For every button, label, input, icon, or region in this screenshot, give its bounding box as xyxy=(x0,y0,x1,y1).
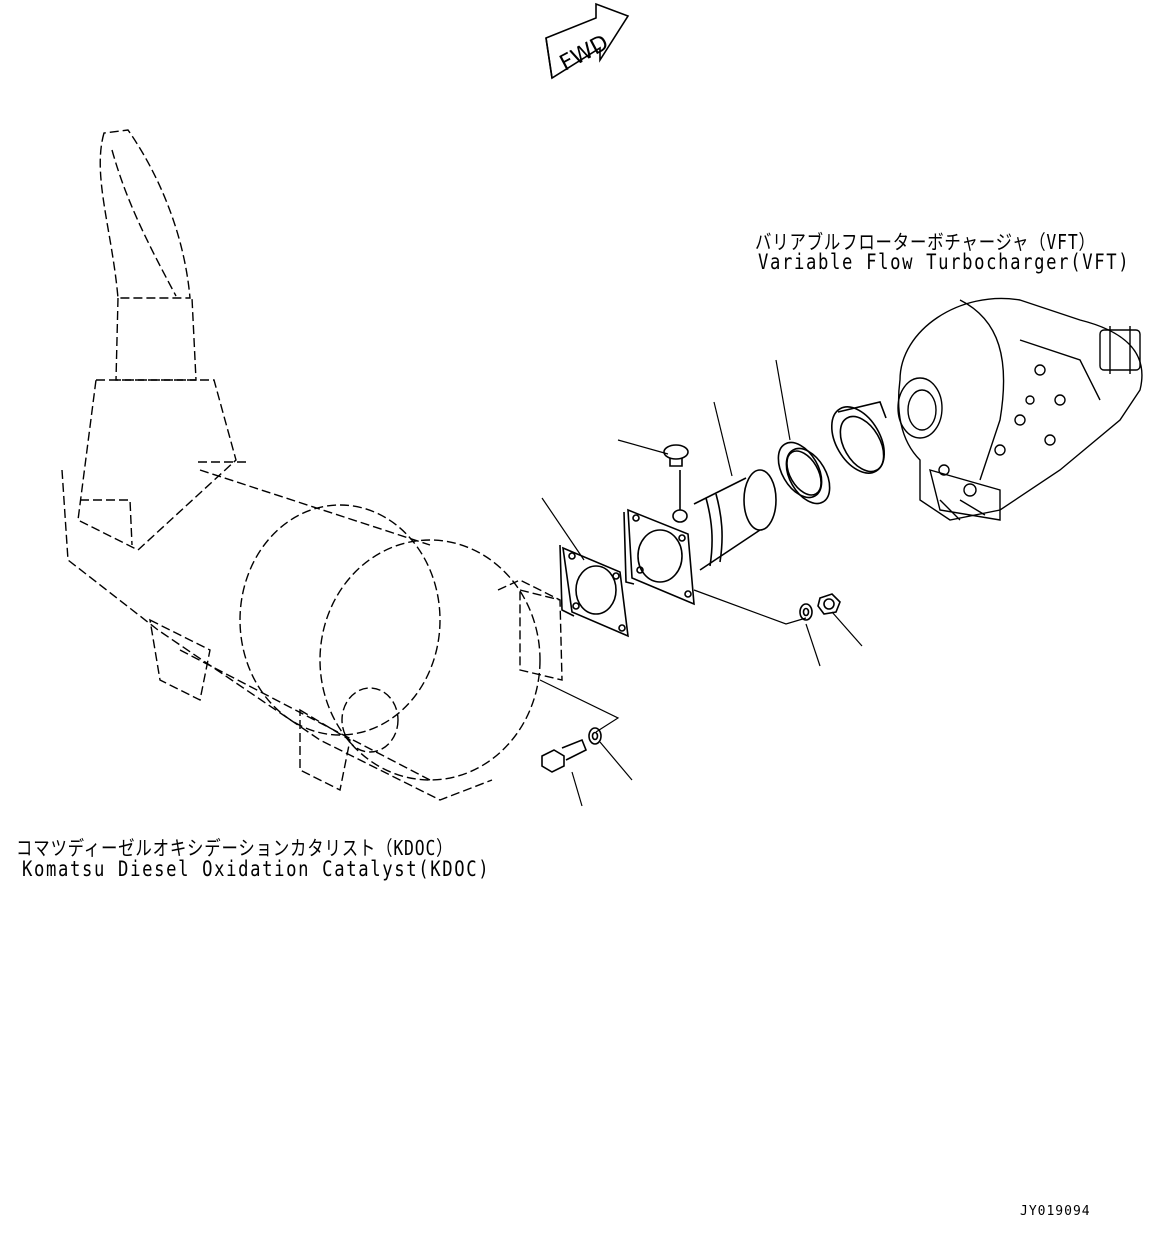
turbocharger-label-jp: バリアブルフローターボチャージャ（VFT） xyxy=(755,230,1096,254)
fwd-arrow-label: FWD xyxy=(556,30,613,76)
fastener-parts xyxy=(541,593,841,773)
drawing-code: JY019094 xyxy=(1020,1204,1091,1219)
turbocharger-label-en: Variable Flow Turbocharger(VFT) xyxy=(758,250,1131,274)
turbocharger-drawing xyxy=(897,297,1143,521)
catalyst-label-jp: コマツディーゼルオキシデーションカタリスト（KDOC） xyxy=(16,836,454,860)
flange-pipe xyxy=(623,469,777,606)
catalyst-label-en: Komatsu Diesel Oxidation Catalyst(KDOC) xyxy=(22,857,491,881)
forward-arrow-icon: FWD xyxy=(545,2,630,80)
kdoc-catalyst-drawing xyxy=(61,129,563,801)
seal-ring xyxy=(777,441,831,505)
gasket-plate xyxy=(559,544,629,638)
leader-lines xyxy=(539,359,863,807)
clamp-part xyxy=(830,401,887,474)
plug-part xyxy=(663,444,689,467)
